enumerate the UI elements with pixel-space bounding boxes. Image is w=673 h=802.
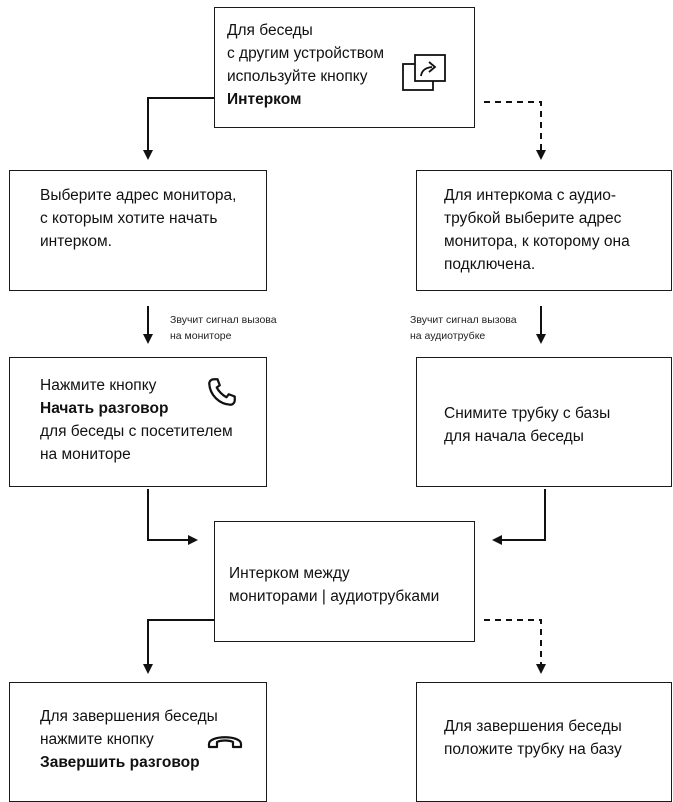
arrow-top-to-left [143,97,214,160]
lift-handset-box: Снимите трубку с базы для начала беседы [416,357,672,487]
top-line2: с другим устройством [227,45,385,62]
left3-line3: Завершить разговор [40,754,200,771]
left2-line2: Начать разговор [40,400,169,417]
signal-handset-line2: на аудиотрубке [410,330,486,342]
arrow-right2-to-center [492,489,546,545]
intercom-start-box: Для беседы с другим устройством использу… [214,7,475,128]
left2-line1: Нажмите кнопку [40,377,157,394]
start-talk-box: Нажмите кнопку Начать разговор для бесед… [9,357,267,487]
left1-line2: с которым хотите начать [40,210,218,227]
left2-line4: на мониторе [40,446,131,463]
center-line2: мониторами | аудиотрубками [229,588,440,605]
left1-line1: Выберите адрес монитора, [40,187,237,204]
signal-monitor-line2: на мониторе [170,330,232,342]
end-talk-box: Для завершения беседы нажмите кнопку Зав… [9,682,267,802]
right1-line4: подключена. [444,256,536,273]
intercom-switch-icon [402,54,446,91]
center-line1: Интерком между [229,565,350,582]
phone-hangup-icon [207,736,243,749]
top-line1: Для беседы [227,22,313,39]
intercom-active-box: Интерком между мониторами | аудиотрубкам… [214,521,475,642]
right1-line3: монитора, к которому она [444,233,630,250]
right2-line1: Снимите трубку с базы [444,405,611,422]
arrow-center-to-right3-dashed [484,619,546,674]
arrow-left2-to-center [147,489,198,545]
left2-line3: для беседы с посетителем [40,423,233,440]
signal-handset-line1: Звучит сигнал вызова [410,314,517,326]
right2-line2: для начала беседы [444,428,584,445]
top-line4: Интерком [227,91,302,108]
right1-line1: Для интеркома с аудио- [444,187,617,204]
left3-line1: Для завершения беседы [40,708,218,725]
select-monitor-box: Выберите адрес монитора, с которым хотит… [9,170,267,291]
arrow-top-to-right-dashed [484,101,546,160]
right3-line1: Для завершения беседы [444,718,622,735]
select-handset-box: Для интеркома с аудио- трубкой выберите … [416,170,672,291]
right3-line2: положите трубку на базу [444,741,622,758]
left3-line2: нажмите кнопку [40,731,154,748]
signal-monitor-line1: Звучит сигнал вызова [170,314,277,326]
left1-line3: интерком. [40,233,112,250]
arrow-center-to-left3 [143,619,214,674]
top-line3: используйте кнопку [227,68,368,85]
replace-handset-box: Для завершения беседы положите трубку на… [416,682,672,802]
phone-answer-icon [208,378,236,406]
right1-line2: трубкой выберите адрес [444,210,622,227]
